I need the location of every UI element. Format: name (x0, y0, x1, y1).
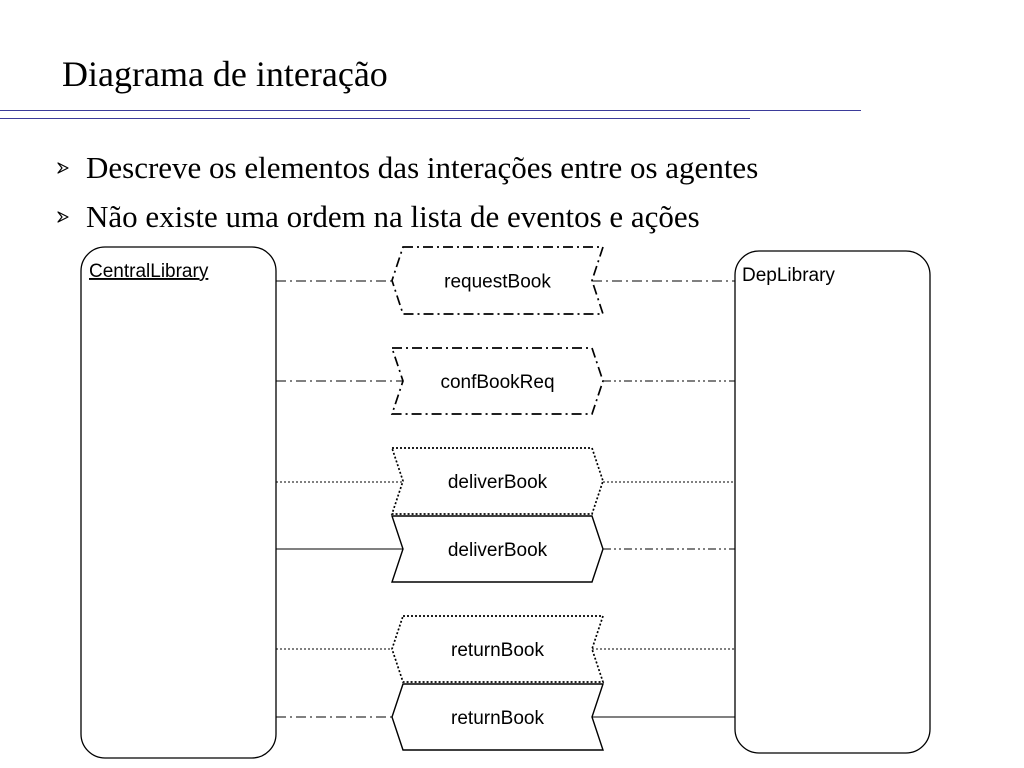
interaction-label: requestBook (444, 272, 551, 293)
bullet-item: Não existe uma ordem na lista de eventos… (56, 192, 758, 241)
interaction-label: returnBook (451, 640, 544, 661)
interaction-requestBook: requestBook (276, 246, 735, 315)
interaction-node-shape (390, 347, 604, 415)
slide-title: Diagrama de interação (62, 54, 388, 94)
bullet-item: Descreve os elementos das interações ent… (56, 143, 758, 192)
interaction-label: deliverBook (448, 472, 548, 493)
agent-dep-library: DepLibrary (734, 250, 931, 754)
interaction-label: confBookReq (440, 372, 554, 393)
interaction-label: deliverBook (448, 540, 548, 561)
interaction-deliverBook: deliverBook (276, 515, 735, 583)
bullet-list: Descreve os elementos das interações ent… (56, 143, 758, 241)
agent-label: DepLibrary (742, 265, 835, 286)
interaction-returnBook: returnBook (276, 615, 735, 683)
interaction-node-shape (391, 515, 604, 583)
agent-box (734, 250, 931, 754)
arrowhead-bullet-icon (56, 161, 86, 175)
interaction-returnBook: returnBook (276, 683, 735, 751)
title-divider-bottom (0, 118, 750, 119)
bullet-text: Descreve os elementos das interações ent… (86, 149, 759, 185)
agent-label: CentralLibrary (89, 261, 209, 282)
interaction-node-shape (390, 447, 604, 515)
agent-central-library: CentralLibrary (80, 246, 277, 759)
interaction-label: returnBook (451, 708, 544, 729)
title-divider-top (0, 110, 861, 111)
interaction-list: requestBook confBookReq deliverBook deliver… (276, 246, 735, 751)
interaction-node-shape (391, 246, 605, 315)
interaction-node-shape (391, 683, 604, 751)
interaction-deliverBook: deliverBook (276, 447, 735, 515)
arrowhead-bullet-icon (56, 210, 86, 224)
agent-box (80, 246, 277, 759)
interaction-node-shape (391, 615, 605, 683)
interaction-confBookReq: confBookReq (276, 347, 735, 415)
bullet-text: Não existe uma ordem na lista de eventos… (86, 198, 700, 234)
